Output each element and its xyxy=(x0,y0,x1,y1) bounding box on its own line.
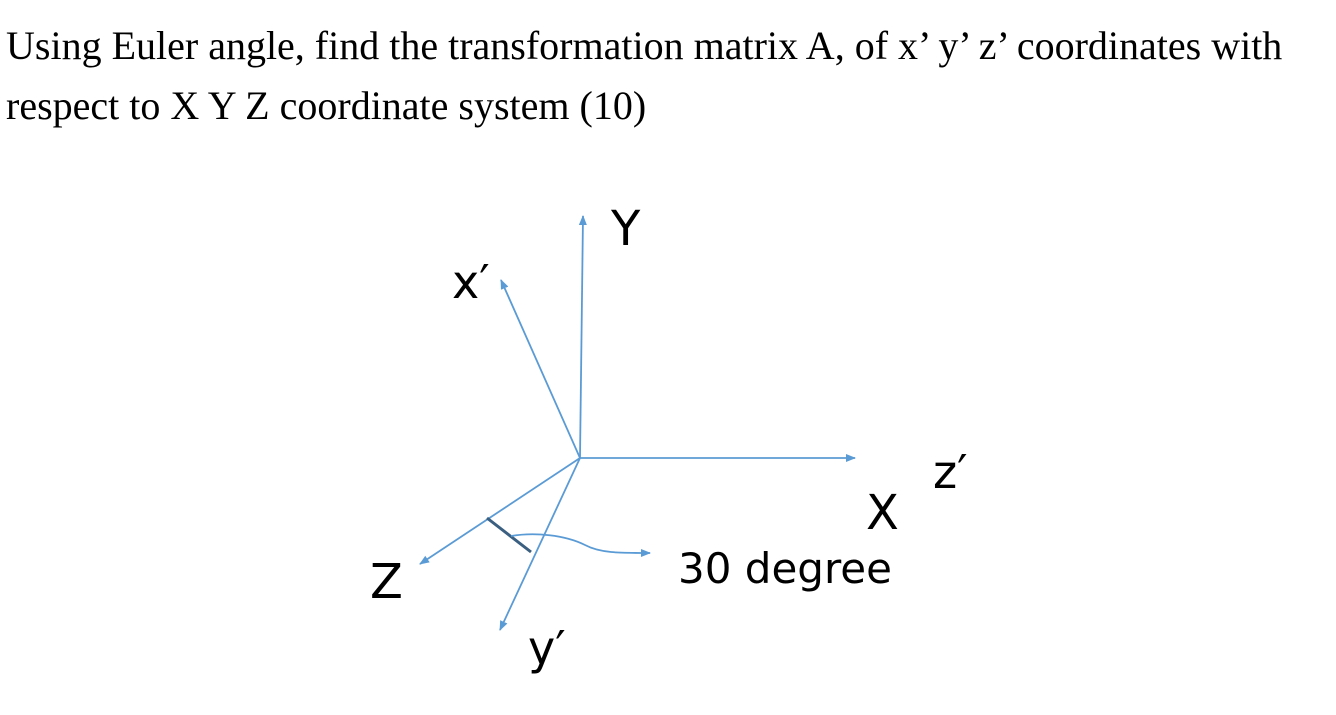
label-z-prime: z′ xyxy=(933,445,968,499)
label-Y: Y xyxy=(610,201,641,257)
label-X: X xyxy=(866,485,899,541)
question-text: Using Euler angle, find the transformati… xyxy=(6,16,1326,136)
y-axis xyxy=(578,215,587,459)
question-line-1: Using Euler angle, find the transformati… xyxy=(6,23,1283,68)
angle-label: 30 degree xyxy=(678,544,892,593)
label-x-prime: x′ xyxy=(452,255,490,309)
label-y-prime: y′ xyxy=(528,621,566,675)
angle-marker xyxy=(486,516,532,554)
y-prime-axis xyxy=(499,457,581,631)
label-Z: Z xyxy=(370,554,403,610)
z-axis xyxy=(419,457,581,565)
x-prime-axis xyxy=(500,279,581,459)
angle-pointer-arrow xyxy=(510,533,651,557)
question-line-2: respect to X Y Z coordinate system (10) xyxy=(6,83,647,128)
